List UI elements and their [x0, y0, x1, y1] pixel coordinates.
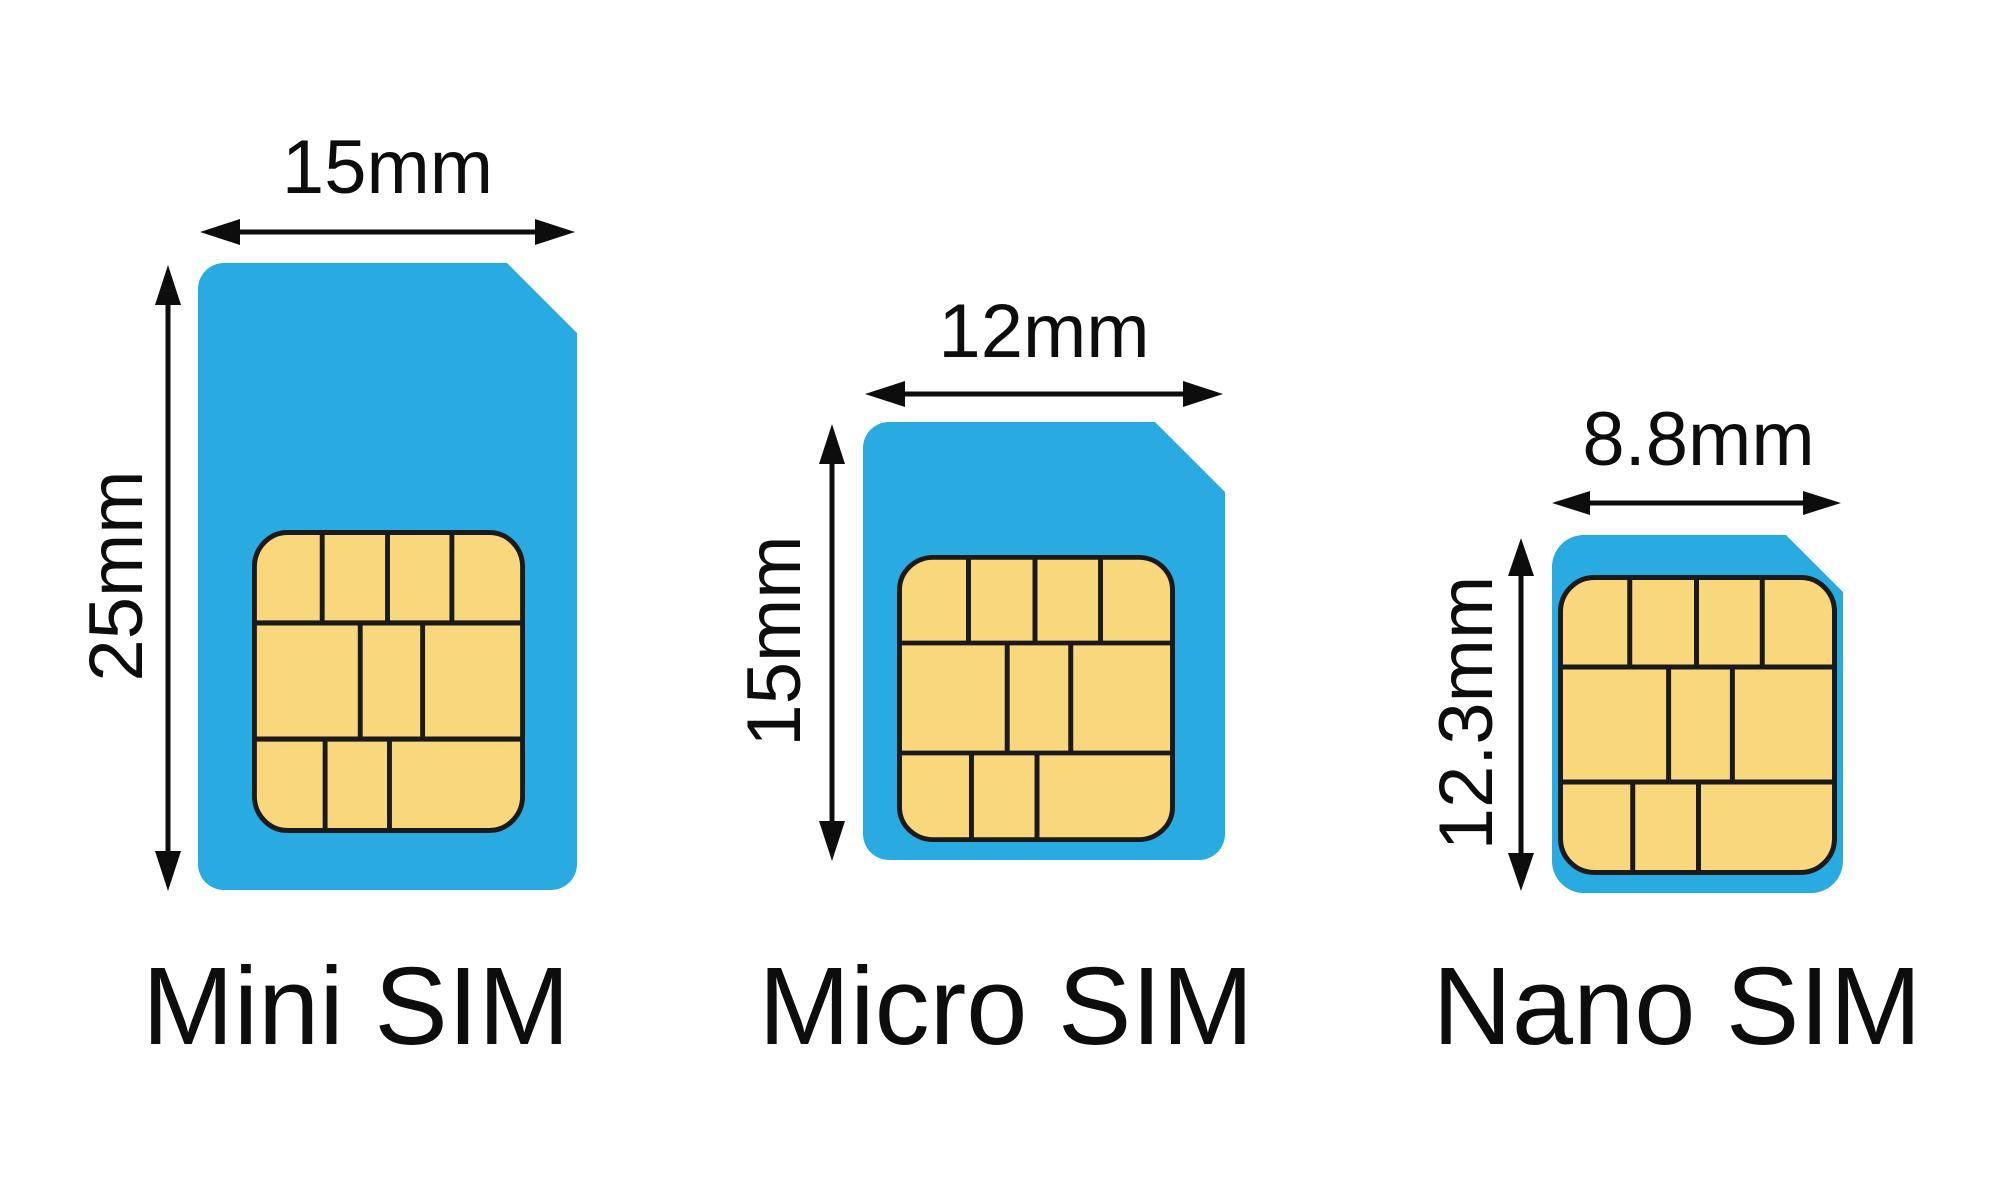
mini-sim-width-arrow-icon [200, 219, 575, 245]
nano-sim-name-label: Nano SIM [1432, 945, 1922, 1068]
nano-sim-width-arrow-icon [1552, 491, 1841, 515]
nano-sim-width-label: 8.8mm [1582, 397, 1815, 482]
micro-sim-height-arrow-icon [819, 424, 845, 861]
mini-sim-name-label: Mini SIM [142, 945, 570, 1068]
mini-sim-width-label: 15mm [281, 125, 494, 210]
micro-sim-name-label: Micro SIM [758, 945, 1254, 1068]
mini-sim-height-arrow-icon [155, 265, 181, 891]
nano-sim-height-label: 12.3mm [1424, 575, 1509, 851]
nano-sim-chip-icon [1558, 575, 1837, 875]
micro-sim-chip-icon [897, 555, 1175, 842]
micro-sim-width-label: 12mm [938, 289, 1150, 374]
micro-sim-width-arrow-icon [865, 381, 1223, 407]
mini-sim-height-label: 25mm [74, 470, 159, 682]
mini-sim-chip-icon [252, 530, 525, 833]
nano-sim-height-arrow-icon [1508, 538, 1534, 891]
micro-sim-height-label: 15mm [732, 535, 817, 747]
